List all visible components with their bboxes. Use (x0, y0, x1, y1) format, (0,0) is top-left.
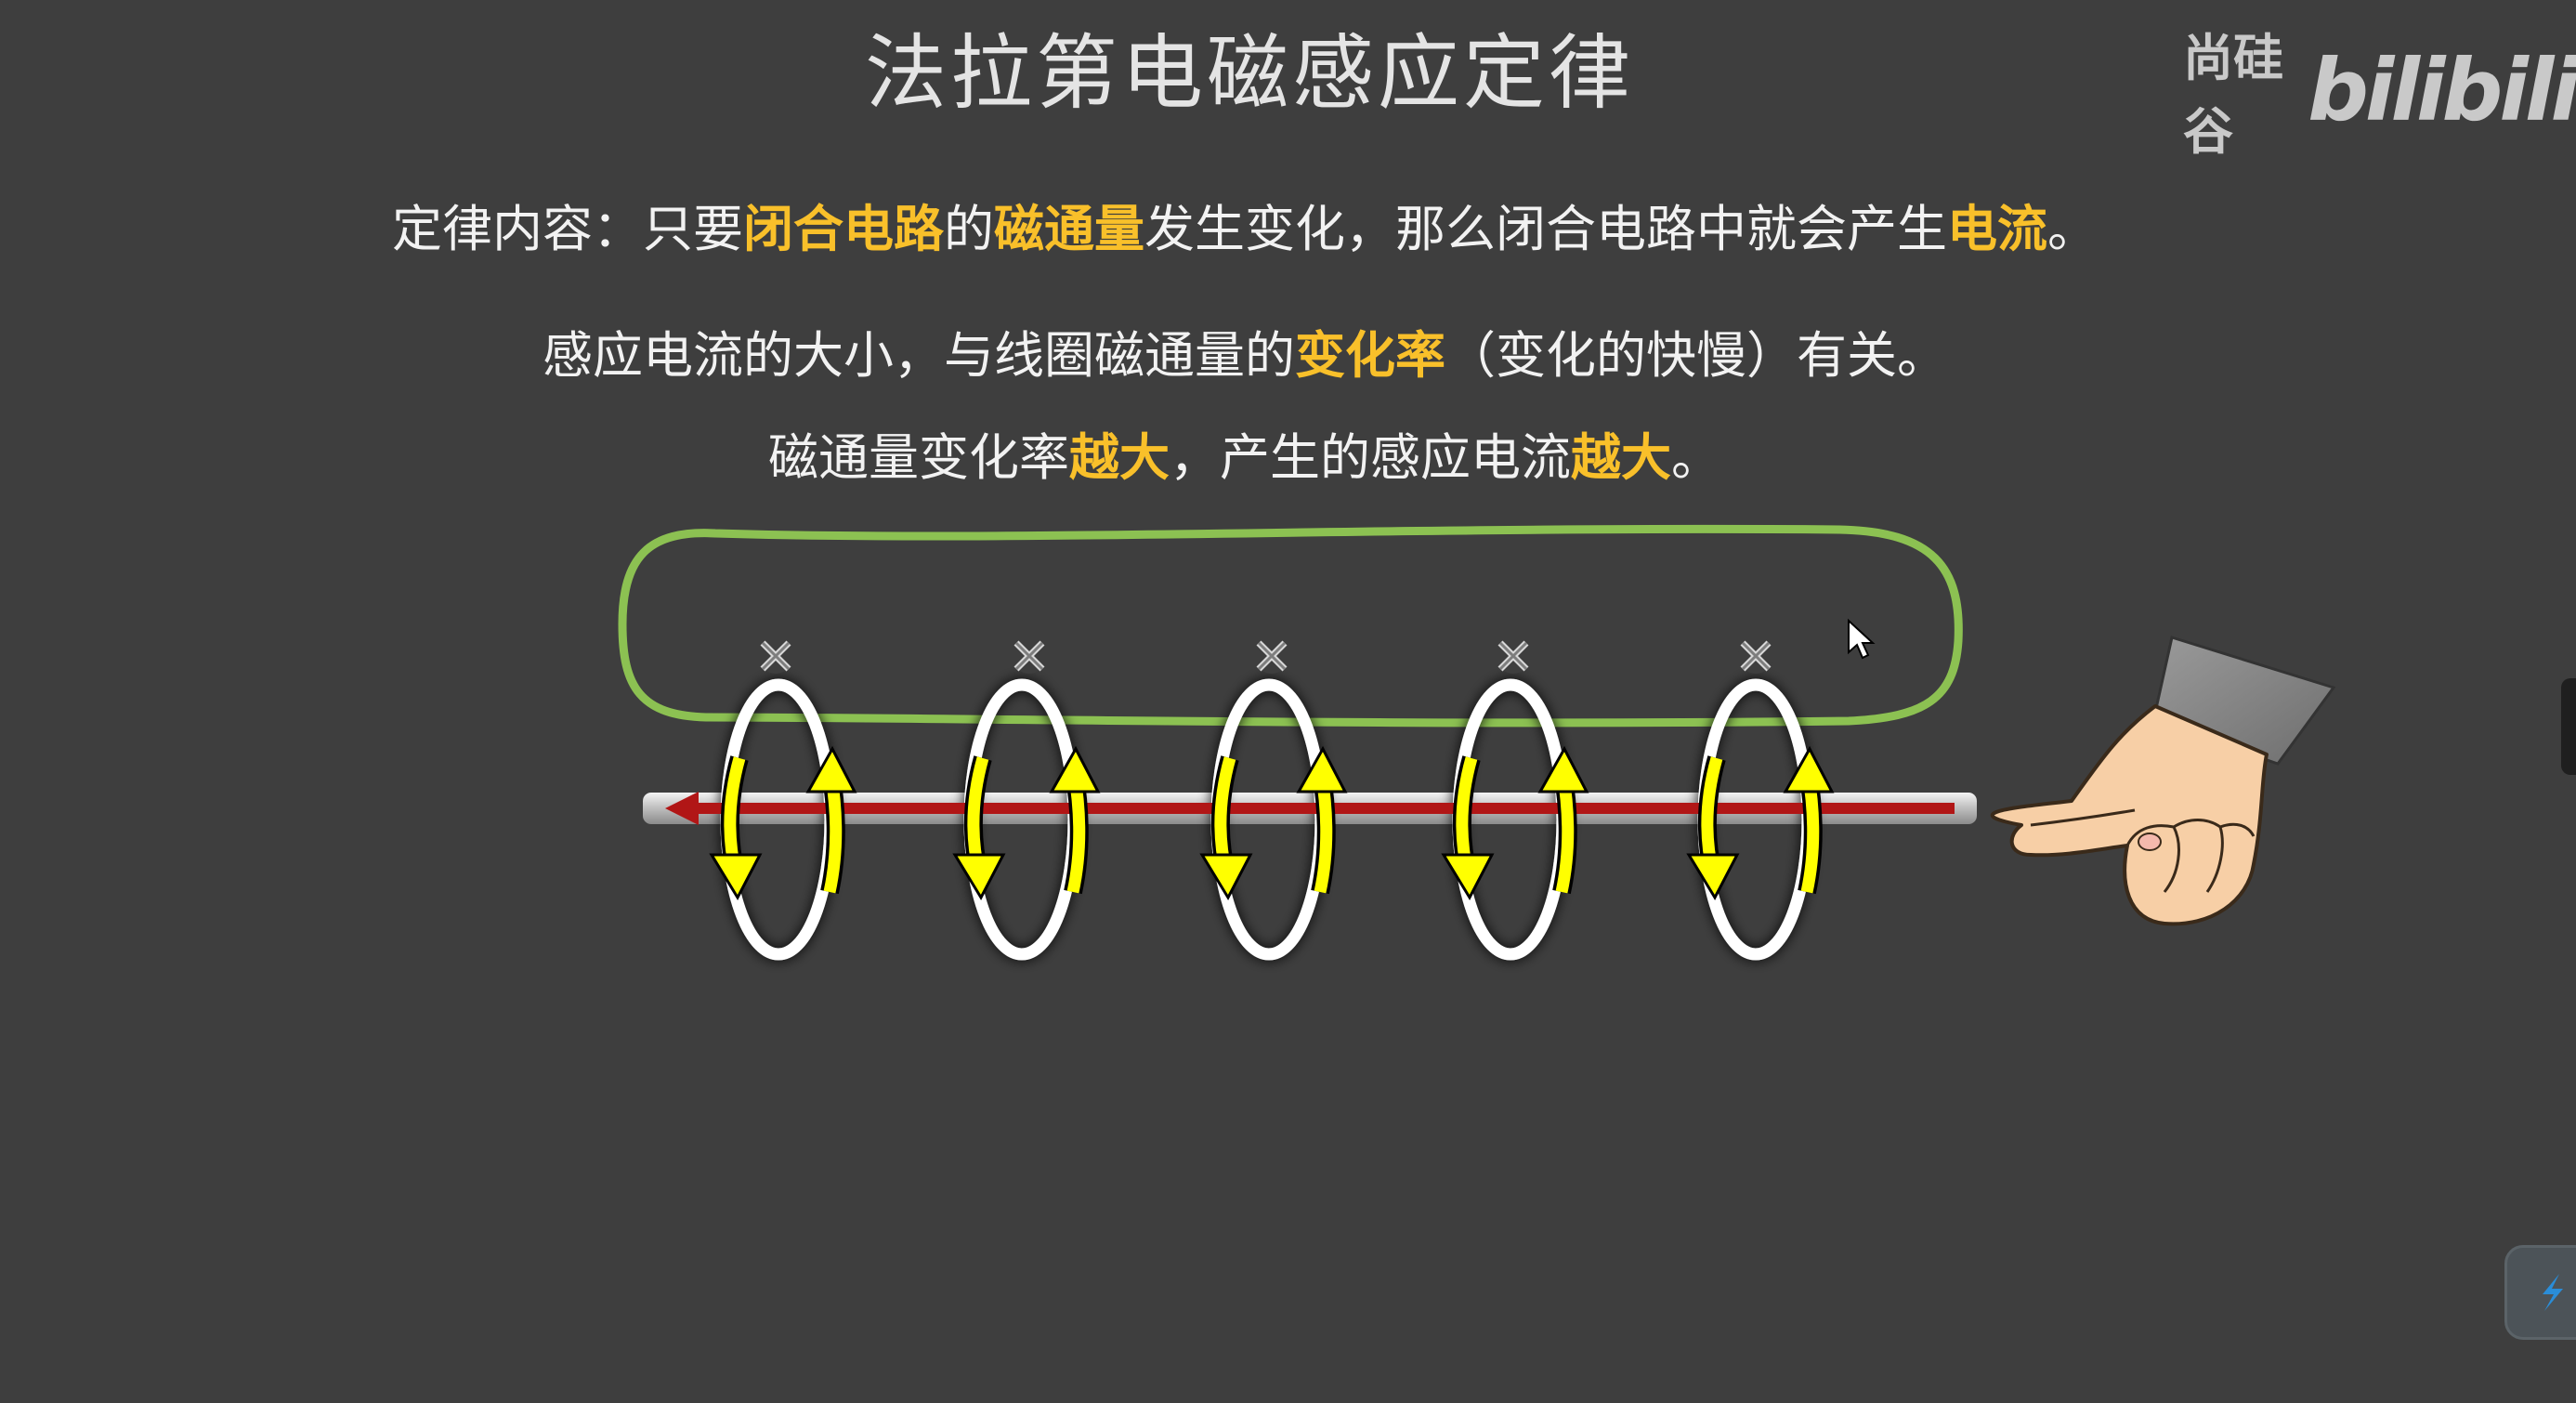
highlight-current: 电流 (1947, 200, 2047, 258)
highlight-magnetic-flux: 磁通量 (994, 200, 1144, 258)
watermark: 尚硅谷 bilibili (2183, 17, 2576, 164)
coil-5-arrows (1686, 745, 1835, 901)
coil-3-arrows (1199, 745, 1348, 901)
closed-circuit-loop (618, 524, 1963, 728)
bilibili-logo: bilibili (2308, 40, 2576, 140)
cross-icon (1738, 638, 1773, 674)
conclusion-text-part: ，产生的感应电流 (1170, 428, 1571, 487)
highlight-closed-circuit: 闭合电路 (743, 200, 944, 258)
side-panel-tab[interactable] (2561, 678, 2576, 775)
coil-4-arrows (1441, 745, 1589, 901)
law-text-part: 。 (2047, 200, 2098, 258)
cross-icon (1254, 638, 1289, 674)
conclusion-text-part: 磁通量变化率 (768, 428, 1069, 487)
law-text-part: 的 (944, 200, 994, 258)
watermark-text: 尚硅谷 (2183, 29, 2283, 161)
cross-icon (1496, 638, 1531, 674)
coil-1-arrows (709, 745, 857, 901)
cursor-arrow-icon (1848, 618, 1876, 660)
current-arrowhead (665, 792, 699, 825)
law-text-part: 发生变化，那么闭合电路中就会产生 (1144, 200, 1947, 258)
coil-2-arrows (952, 745, 1101, 901)
current-magnitude-line: 感应电流的大小，与线圈磁通量的变化率（变化的快慢）有关。 (0, 314, 2490, 387)
rate-conclusion-line: 磁通量变化率越大，产生的感应电流越大。 (0, 416, 2490, 490)
page-title: 法拉第电磁感应定律 (864, 25, 1634, 121)
hand-pointer-icon (1990, 636, 2336, 926)
law-text-part: 定律内容：只要 (392, 200, 743, 258)
pen-tool-icon (2543, 1274, 2563, 1311)
cross-icon (758, 638, 793, 674)
cross-icon (1012, 638, 1047, 674)
highlight-rate-of-change: 变化率 (1295, 326, 1445, 385)
highlight-larger: 越大 (1069, 428, 1170, 487)
magnitude-text-part: 感应电流的大小，与线圈磁通量的 (543, 326, 1295, 385)
highlight-larger: 越大 (1571, 428, 1671, 487)
pen-tool-button[interactable] (2504, 1245, 2576, 1340)
conclusion-text-part: 。 (1671, 428, 1721, 487)
law-content-line: 定律内容：只要闭合电路的磁通量发生变化，那么闭合电路中就会产生电流。 (0, 188, 2490, 261)
magnitude-text-part: （变化的快慢）有关。 (1445, 326, 1947, 385)
